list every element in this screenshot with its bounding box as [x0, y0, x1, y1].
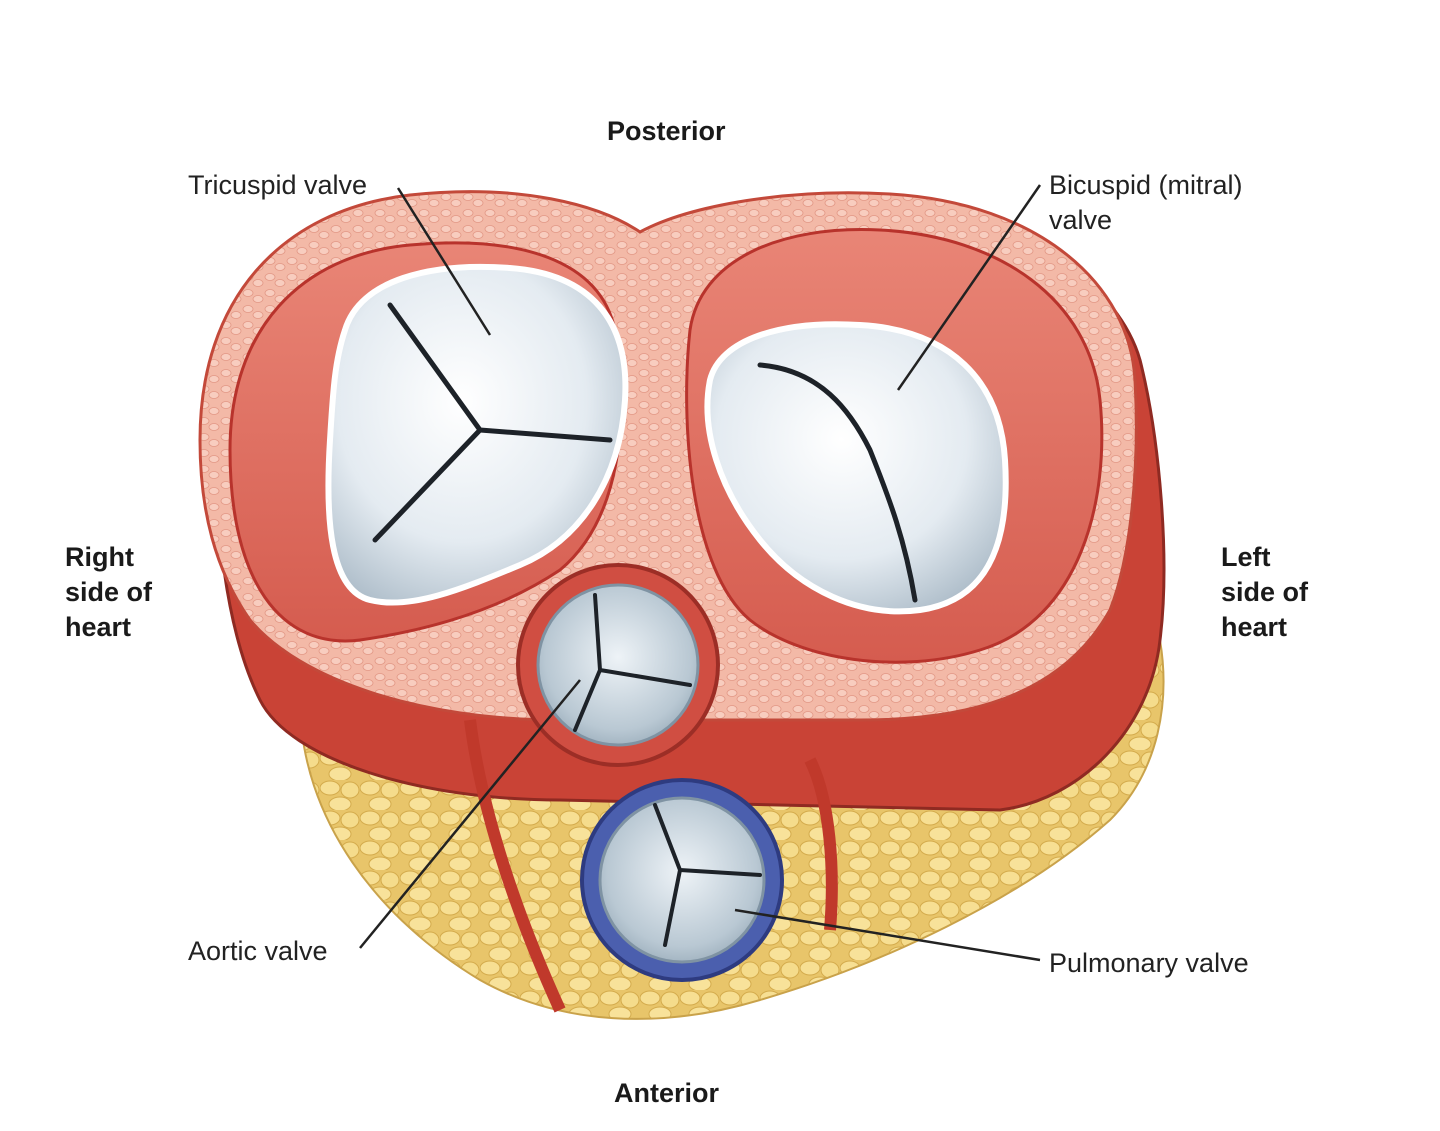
orientation-label-anterior: Anterior: [614, 1078, 720, 1108]
right-side-line-2: side of: [65, 577, 153, 607]
tricuspid-cusp-lines: [372, 302, 613, 543]
coronary-vessel-left: [804, 757, 838, 931]
pulmonary-cusp-lines: [653, 803, 762, 947]
label-aortic-valve: Aortic valve: [188, 936, 328, 966]
leader-line-tricuspid: [396, 187, 492, 336]
left-side-line-3: heart: [1221, 612, 1288, 642]
label-bicuspid-valve: Bicuspid (mitral) valve: [1049, 168, 1243, 238]
bicuspid-label-line-1: Bicuspid (mitral): [1049, 170, 1243, 200]
orientation-label-right-side: Right side of heart: [65, 540, 152, 645]
left-side-line-1: Left: [1221, 542, 1271, 572]
left-side-line-2: side of: [1221, 577, 1309, 607]
label-tricuspid-valve: Tricuspid valve: [188, 170, 368, 200]
bicuspid-closure-line: [757, 362, 918, 603]
pulmonary-valve: [598, 796, 766, 964]
bicuspid-valve: [704, 321, 1009, 615]
leader-line-aortic: [359, 679, 581, 949]
right-side-line-1: Right: [65, 542, 134, 572]
leader-line-pulmonary: [734, 908, 1041, 962]
aortic-valve: [536, 583, 700, 747]
coronary-vessel-right: [464, 719, 566, 1013]
orientation-label-posterior: Posterior: [607, 116, 726, 146]
label-pulmonary-valve: Pulmonary valve: [1049, 948, 1249, 978]
aortic-cusp-lines: [573, 593, 692, 732]
bicuspid-label-line-2: valve: [1049, 205, 1113, 235]
right-side-line-3: heart: [65, 612, 132, 642]
leader-line-bicuspid: [896, 184, 1042, 391]
orientation-label-left-side: Left side of heart: [1221, 540, 1308, 645]
